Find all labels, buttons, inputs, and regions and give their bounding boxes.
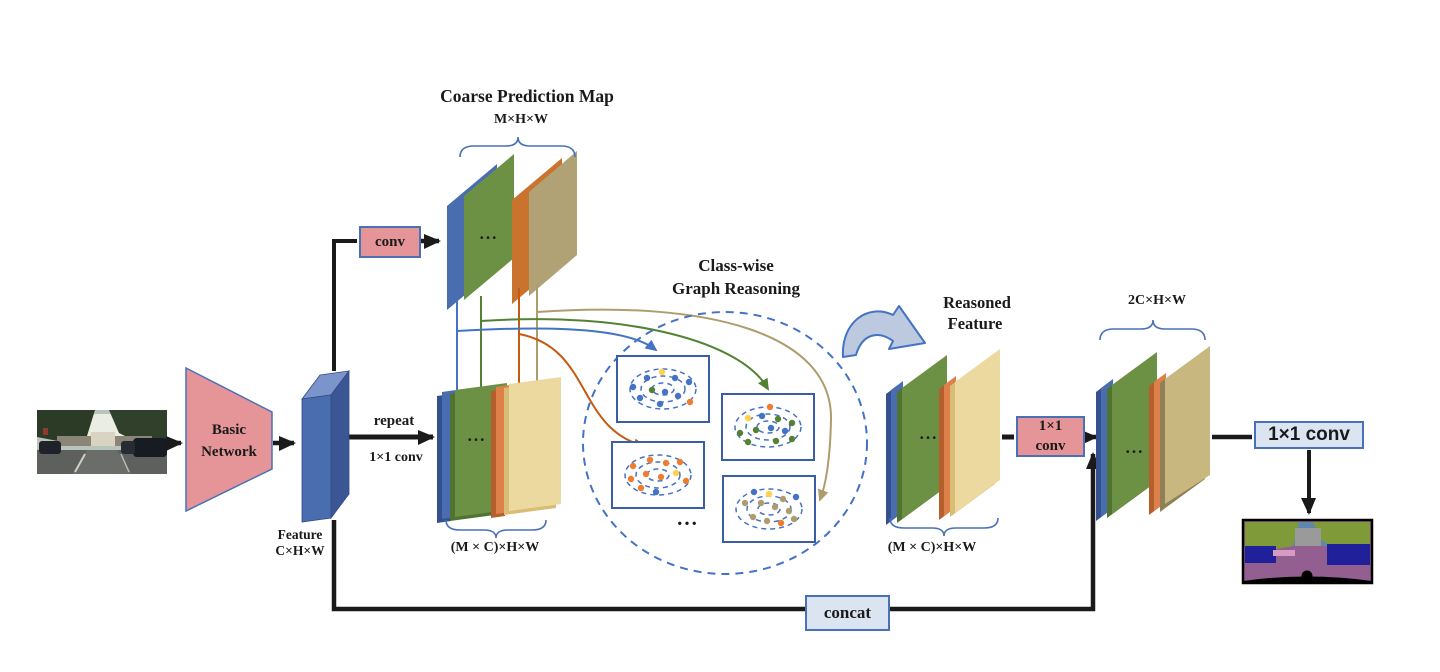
graph-node-dot [772,437,780,445]
graph-node-dot [790,515,798,523]
conv-box: conv [359,226,421,258]
graph-node-dot [629,383,637,391]
reasoned-feature-title-1: Reasoned [943,293,1011,312]
dimension-braces [445,136,1206,539]
coarse-map-dims: M×H×W [493,112,549,127]
graph-node-dot [652,488,660,496]
graph-node-dot [736,429,744,437]
graph-node-dot [671,374,679,382]
feature-label: Feature [277,527,323,542]
concat-box: concat [805,595,890,631]
concat-label: concat [823,603,872,622]
graph-node-dot [656,400,664,408]
graph-node-dot [779,495,787,503]
graph-node-dot [658,368,666,376]
graph-node-dot [774,415,782,423]
graph-box-orange [611,441,705,509]
graph-box-blue [616,355,710,423]
graph-node-dot [766,403,774,411]
graph-reasoning-title-1: Class-wise [698,256,774,275]
concat-skip-connection [331,452,1101,612]
graph-node-dot [627,475,635,483]
graph-node-dot [646,456,654,464]
graph-node-dot [785,507,793,515]
graph-node-dot [763,517,771,525]
ellipsis-graph-circle: ... [677,506,699,530]
graph-node-dot [661,388,669,396]
graph-node-dot [685,378,693,386]
concat-feature-stack [1096,346,1210,521]
ellipsis-2c-stack: ... [1125,438,1145,457]
graph-reasoning-circle [582,311,868,575]
ellipsis-reasoned-stack: ... [919,424,939,443]
repeated-feature-stack [437,377,561,523]
conv1x1-output-label: 1×1 conv [1268,424,1350,445]
graph-node-dot [657,473,665,481]
conv1x1-output-box: 1×1 conv [1254,421,1364,449]
graph-node-dot [771,503,779,511]
graph-node-dot [741,499,749,507]
conv-box-label: conv [375,233,405,250]
coarse-prediction-stack [447,151,577,310]
graph-node-dot [643,374,651,382]
graph-box-green [721,393,815,461]
graph-node-dot [749,513,757,521]
output-image [1241,518,1374,585]
coarse-map-title: Coarse Prediction Map [440,86,614,106]
graph-node-dot [648,386,656,394]
graph-node-dot [686,398,694,406]
graph-node-dot [637,484,645,492]
graph-node-dot [781,427,789,435]
graph-reasoning-title-2: Graph Reasoning [672,279,800,298]
reasoned-feature-title-2: Feature [947,314,1003,333]
basic-network-label: Basic Network [201,422,257,460]
mc-dims-right: (M × C)×H×W [887,540,977,555]
graph-node-dot [750,488,758,496]
graph-node-dot [744,414,752,422]
repeat-conv-label: 1×1 conv [369,450,423,465]
graph-node-dot [662,459,670,467]
graph-node-dot [629,462,637,470]
conv1x1-red-box: 1×1 conv [1016,416,1085,457]
reasoning-output-arrow [841,305,926,358]
graph-node-dot [752,426,760,434]
graph-node-dot [758,412,766,420]
conv1x1-red-line2: conv [1035,437,1066,454]
input-image [37,410,167,474]
repeat-label: repeat [373,413,415,429]
graph-node-dot [765,490,773,498]
graph-node-dot [744,438,752,446]
feature-dims: C×H×W [275,543,325,558]
graph-node-dot [757,499,765,507]
graph-node-dot [672,469,680,477]
graph-node-dot [788,419,796,427]
graph-box-tan [722,475,816,543]
ellipsis-coarse-stack: ... [479,224,499,243]
graph-node-dot [676,458,684,466]
graph-node-dot [674,392,682,400]
ellipsis-lower-stack: ... [467,426,487,445]
graph-node-dot [767,424,775,432]
flow-arrows [166,234,1316,612]
reasoned-feature-stack [886,349,1000,525]
graph-node-dot [788,435,796,443]
graph-node-dot [792,493,800,501]
conv1x1-red-line1: 1×1 [1038,418,1063,434]
mc-dims-left: (M × C)×H×W [450,540,540,555]
graph-node-dot [636,394,644,402]
basic-network-block [185,366,273,513]
feature-map-block [301,369,350,523]
graph-node-dot [682,477,690,485]
graph-node-dot [777,519,785,527]
class-wires [456,284,833,502]
graph-node-dot [642,470,650,478]
dims-2c: 2C×H×W [1128,293,1186,308]
